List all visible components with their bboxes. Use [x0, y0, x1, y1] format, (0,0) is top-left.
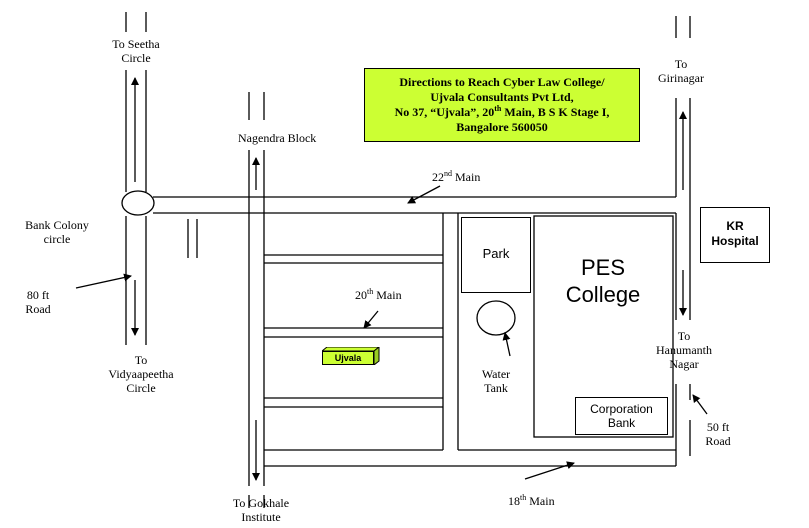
pointer-20th-main: [363, 310, 379, 329]
pointer-water-tank: [502, 332, 511, 357]
label-20th-main: 20th Main: [355, 287, 402, 303]
cross-streets: [264, 213, 676, 451]
pes-college-block: [533, 215, 674, 438]
title-line-3: No 37, “Ujvala”, 20th Main, B S K Stage …: [394, 104, 610, 120]
label-18th-main: 18th Main: [508, 493, 555, 509]
road-22nd-main: [153, 196, 676, 258]
ujvala-label: Ujvala: [322, 351, 374, 365]
water-tank: [476, 300, 516, 336]
title-line-1: Directions to Reach Cyber Law College/: [399, 75, 605, 89]
road-50ft: [675, 16, 691, 466]
ujvala-3d-edge: [322, 347, 380, 365]
park-box: Park: [461, 217, 531, 293]
label-22nd-main: 22nd Main: [432, 169, 481, 185]
pointer-50ft: [692, 394, 708, 415]
pointer-22nd-main: [407, 185, 441, 204]
title-line-2: Ujvala Consultants Pvt Ltd,: [430, 90, 574, 104]
title-line-4: Bangalore 560050: [456, 120, 548, 134]
road-18th-main: [264, 449, 676, 467]
road-nagendra-block: [248, 92, 265, 508]
pointer-18th-main: [524, 461, 575, 480]
directions-title-box: Directions to Reach Cyber Law College/ U…: [364, 68, 640, 142]
ujvala-building: Ujvala: [322, 347, 380, 365]
label-nagendra-block: Nagendra Block: [238, 131, 317, 145]
pointer-80ft: [75, 273, 132, 289]
bank-colony-circle: [121, 190, 155, 216]
